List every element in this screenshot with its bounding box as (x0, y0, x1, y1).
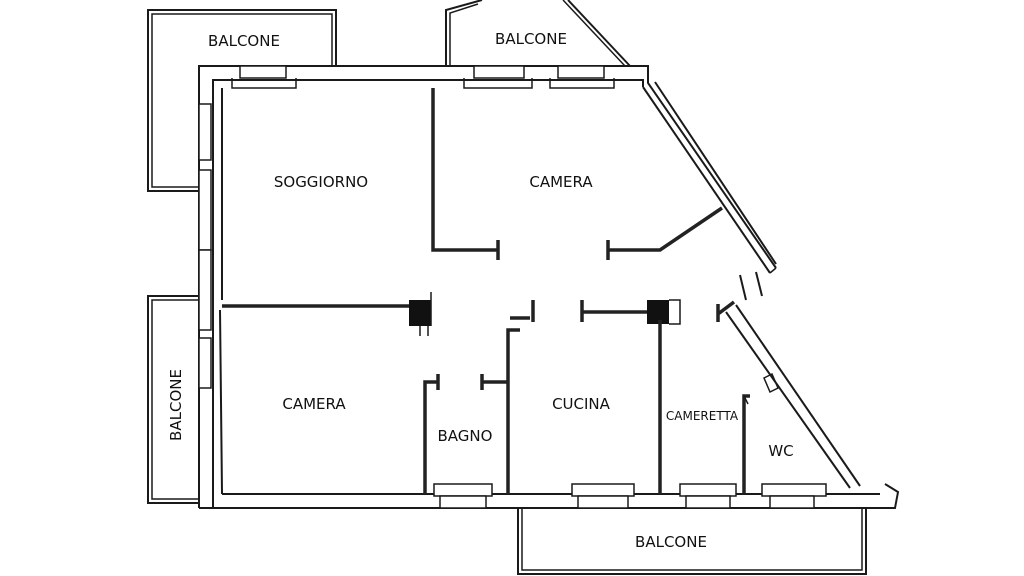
room-label-camera-top: CAMERA (529, 173, 593, 191)
room-label-camera-left: CAMERA (282, 395, 346, 413)
room-label-cameretta: CAMERETTA (666, 409, 739, 423)
balcony-label-bottom: BALCONE (635, 533, 707, 551)
room-label-soggiorno: SOGGIORNO (274, 173, 368, 191)
room-label-cucina: CUCINA (552, 395, 611, 413)
windows-left (198, 103, 212, 389)
room-label-bagno: BAGNO (438, 427, 493, 445)
balcony-label-top-left: BALCONE (208, 32, 280, 50)
balcony-top-right (445, 0, 631, 67)
balcony-label-top-right: BALCONE (495, 30, 567, 48)
balcony-top-left (147, 9, 337, 192)
balcony-bottom (517, 508, 867, 575)
windows-top (231, 65, 615, 89)
inner-walls (222, 88, 779, 494)
windows-bottom (433, 483, 827, 509)
room-label-wc: WC (768, 442, 793, 460)
balcony-left (147, 295, 199, 504)
balcony-label-left: BALCONE (167, 369, 185, 441)
